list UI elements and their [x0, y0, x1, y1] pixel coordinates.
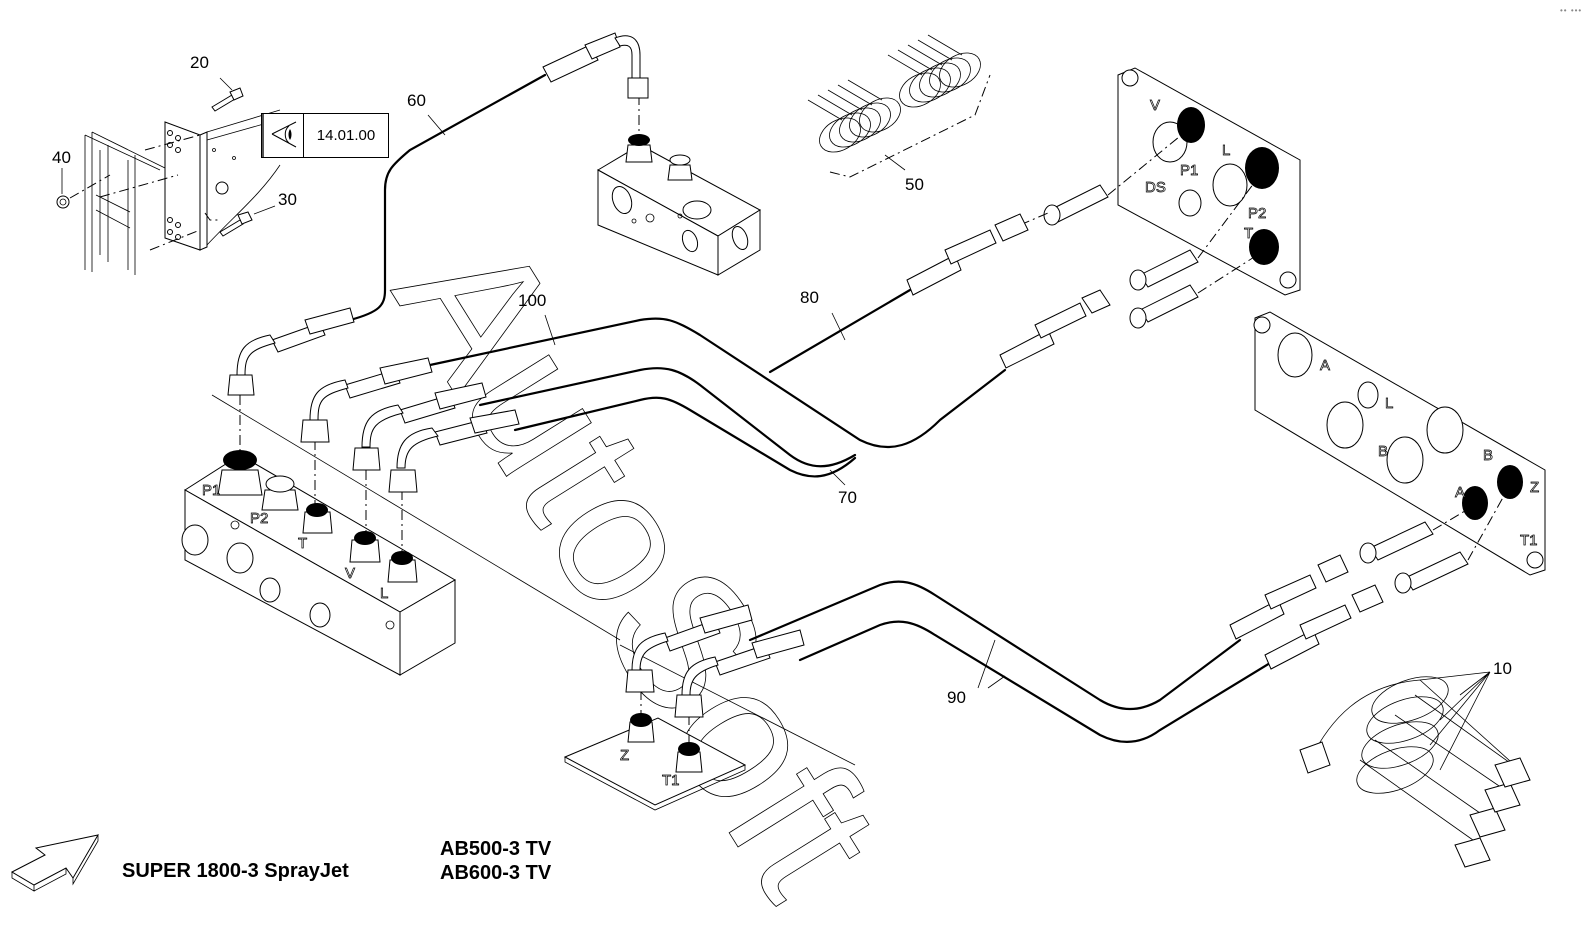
svg-text:Z: Z: [620, 747, 629, 764]
reference-code: 14.01.00: [316, 127, 376, 144]
valve-port-V: V: [345, 531, 381, 582]
svg-text:T1: T1: [1520, 532, 1538, 549]
port-P2: P2: [1245, 147, 1279, 222]
svg-text:A: A: [1455, 484, 1465, 501]
callout-50: 50: [905, 175, 924, 194]
base-plate: Z T1: [563, 644, 856, 811]
lower-port-B2: B: [1426, 406, 1493, 464]
base-port-T1: T1: [662, 742, 703, 789]
callout-100: 100: [518, 291, 546, 310]
svg-text:L: L: [1222, 142, 1230, 159]
hose-70: [352, 367, 857, 493]
svg-text:T1: T1: [662, 772, 680, 789]
hose-clamps-10: [1299, 671, 1531, 868]
reference-box[interactable]: 14.01.00: [261, 113, 389, 158]
top-valve-block: [596, 95, 761, 276]
base-port-Z: Z: [620, 713, 655, 764]
lower-port-L: L: [1357, 381, 1394, 412]
left-valve-block: P1 P2 T V L: [181, 394, 621, 676]
upper-connection-panel: V P1 DS L P2 T: [1019, 67, 1301, 329]
port-P1: P1: [1177, 107, 1205, 179]
callout-10: 10: [1493, 659, 1512, 678]
watermark-text: AutoSoft: [355, 199, 921, 925]
svg-text:A: A: [1320, 357, 1330, 374]
port-L: L: [1212, 142, 1248, 207]
svg-text:Z: Z: [1530, 479, 1539, 496]
mounting-bracket: [84, 109, 286, 275]
valve-port-L: L: [380, 551, 418, 602]
callout-90: 90: [947, 688, 966, 707]
lower-connection-panel: A L B B A Z T1: [1253, 311, 1546, 594]
direction-arrow-icon: [10, 834, 99, 892]
bolt-20: [211, 77, 244, 112]
callout-30: 30: [278, 190, 297, 209]
callouts: 20 40 30 60 50 100 80 70 90 10: [52, 53, 1512, 707]
valve-port-T: T: [298, 503, 333, 552]
callout-80: 80: [800, 288, 819, 307]
nut-40: [56, 168, 111, 209]
svg-text:V: V: [1150, 97, 1160, 114]
port-DS: DS: [1145, 179, 1202, 217]
svg-text:P2: P2: [1248, 205, 1266, 222]
svg-text:B: B: [1378, 443, 1388, 460]
hose-90: [625, 554, 1384, 744]
callout-60: 60: [407, 91, 426, 110]
lower-port-B1: B: [1326, 401, 1388, 460]
svg-text:DS: DS: [1145, 179, 1166, 196]
cable-ties-50: [807, 34, 991, 178]
model-name-main: SUPER 1800-3 SprayJet: [122, 860, 349, 882]
svg-text:L: L: [1385, 395, 1393, 412]
watermark: AutoSoft: [355, 199, 922, 925]
bracket-holes: [167, 130, 236, 240]
svg-text:L: L: [380, 585, 388, 602]
model-variant-a: AB500-3 TV: [440, 838, 552, 860]
hose-60: [227, 32, 649, 396]
callout-70: 70: [838, 488, 857, 507]
svg-text:B: B: [1483, 447, 1493, 464]
hose-100: [300, 289, 1111, 449]
lower-port-A: A: [1277, 332, 1330, 378]
lower-port-center: [1386, 436, 1424, 484]
bolt-30: [219, 205, 276, 237]
corner-indicator: •• •••: [1560, 6, 1583, 15]
model-variant-b: AB600-3 TV: [440, 862, 552, 884]
hose-80: [768, 213, 1029, 374]
svg-text:T: T: [298, 535, 307, 552]
svg-text:P1: P1: [202, 482, 220, 499]
svg-text:P2: P2: [250, 510, 268, 527]
valve-port-P2: P2: [250, 475, 299, 527]
eye-view-icon: [262, 114, 304, 157]
lower-port-A2: A: [1455, 484, 1488, 520]
svg-text:P1: P1: [1180, 162, 1198, 179]
lower-port-Z: Z: [1497, 465, 1540, 499]
svg-text:T: T: [1244, 225, 1253, 242]
callout-40: 40: [52, 148, 71, 167]
svg-text:V: V: [345, 565, 355, 582]
callout-20: 20: [190, 53, 209, 72]
valve-port-P1: P1: [202, 450, 263, 499]
